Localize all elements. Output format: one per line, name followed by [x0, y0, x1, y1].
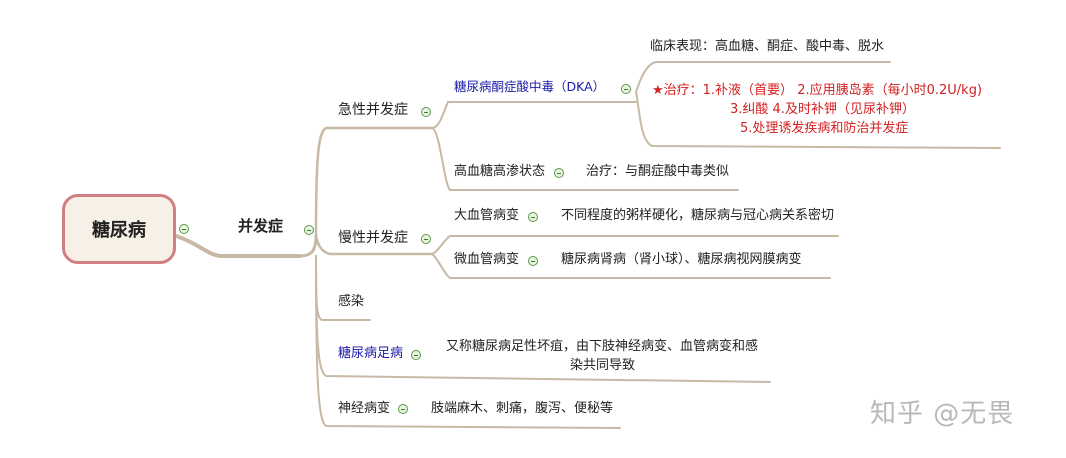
- root-collapse-toggle[interactable]: [179, 224, 189, 234]
- hhs-collapse-toggle[interactable]: [554, 168, 564, 178]
- connector-dka: [431, 101, 637, 129]
- connector-acute: [314, 126, 434, 238]
- micro-collapse-toggle[interactable]: [528, 256, 538, 266]
- dka-node[interactable]: 糖尿病酮症酸中毒（DKA）: [454, 79, 606, 94]
- macro-detail-text: 不同程度的粥样硬化，糖尿病与冠心病关系密切: [561, 208, 835, 223]
- complication-node[interactable]: 并发症: [238, 217, 284, 235]
- connector-macro: [431, 235, 839, 255]
- infection-node[interactable]: 感染: [338, 294, 365, 309]
- foot-detail-line-1: 又称糖尿病足性坏疽，由下肢神经病变、血管病变和感: [446, 339, 759, 354]
- chronic-node[interactable]: 慢性并发症: [338, 230, 408, 246]
- neuro-detail-text: 肢端麻木、刺痛，腹泻、便秘等: [431, 401, 614, 416]
- dka-clinical-text: 临床表现：高血糖、酮症、酸中毒、脱水: [650, 39, 885, 54]
- foot-detail-line-2: 染共同导致: [570, 358, 636, 373]
- connector-micro: [431, 253, 831, 279]
- connector-foot: [315, 255, 771, 383]
- macro-collapse-toggle[interactable]: [528, 212, 538, 222]
- neuro-collapse-toggle[interactable]: [398, 404, 408, 414]
- root-label: 糖尿病: [92, 220, 146, 241]
- dka-collapse-toggle[interactable]: [621, 84, 631, 94]
- connector-root-complication: [174, 234, 302, 258]
- connector-neuro: [315, 255, 621, 429]
- connector-trunk: [298, 234, 318, 258]
- acute-collapse-toggle[interactable]: [421, 107, 431, 117]
- acute-node[interactable]: 急性并发症: [338, 102, 408, 118]
- dka-treatment-line-1: ★治疗：1.补液（首要） 2.应用胰岛素（每小时0.2U/kg): [652, 83, 983, 98]
- connector-chronic: [314, 234, 434, 256]
- micro-detail-text: 糖尿病肾病（肾小球）、糖尿病视网膜病变: [561, 252, 802, 267]
- neuro-node[interactable]: 神经病变: [338, 401, 391, 416]
- connector-hhs: [431, 127, 739, 191]
- hhs-node[interactable]: 高血糖高渗状态: [454, 164, 546, 179]
- macro-node[interactable]: 大血管病变: [454, 208, 520, 223]
- connector-dka-clinical: [635, 61, 891, 93]
- dka-treatment-line-3: 5.处理诱发疾病和防治并发症: [740, 121, 909, 136]
- watermark: 知乎 @无畏: [870, 399, 1015, 429]
- dka-treatment-line-2: 3.纠酸 4.及时补钾（见尿补钾）: [730, 102, 915, 117]
- root-node[interactable]: 糖尿病: [62, 194, 176, 264]
- micro-node[interactable]: 微血管病变: [454, 252, 520, 267]
- chronic-collapse-toggle[interactable]: [421, 234, 431, 244]
- connector-dka-treatment: [635, 91, 1001, 149]
- foot-node[interactable]: 糖尿病足病: [338, 346, 404, 361]
- hhs-treatment-text: 治疗：与酮症酸中毒类似: [586, 164, 730, 179]
- foot-collapse-toggle[interactable]: [411, 350, 421, 360]
- complication-collapse-toggle[interactable]: [304, 225, 314, 235]
